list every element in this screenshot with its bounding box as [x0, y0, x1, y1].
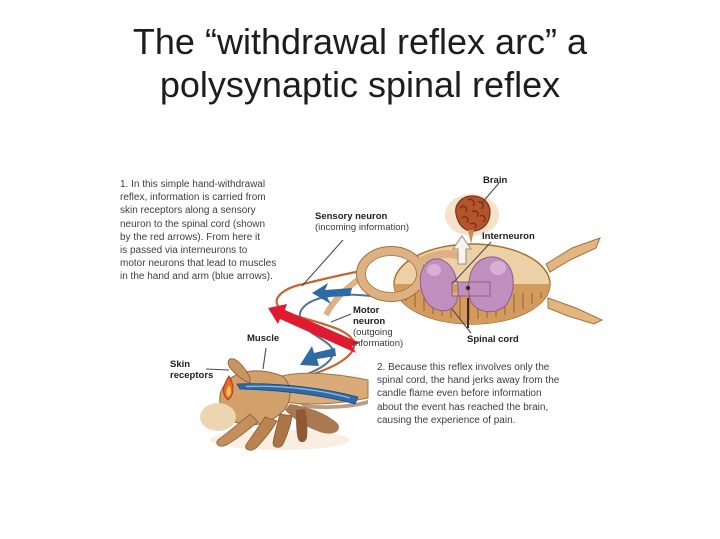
sensory-leader [301, 239, 344, 287]
flow-arrows [268, 283, 360, 366]
reflex-arc-figure: 1. In this simple hand-withdrawal reflex… [100, 152, 620, 487]
blue-motor-arrow-upper [312, 283, 352, 304]
finger-1 [216, 413, 259, 447]
brain-leader [480, 182, 500, 205]
label-brain: Brain [483, 175, 508, 186]
knuckle-highlight [200, 403, 236, 431]
brain-blob [455, 195, 491, 232]
candle-flame-core [226, 385, 231, 397]
figure-note-2: 2. Because this reflex involves only the… [377, 362, 560, 426]
central-canal [465, 285, 471, 291]
label-spinal-cord: Spinal cord [467, 334, 519, 345]
to-brain-arrow [452, 235, 472, 265]
finger-4 [296, 409, 308, 443]
ganglion-loop-outline-inner [365, 255, 417, 293]
hand-illustration [200, 358, 369, 451]
muscle-band [236, 383, 359, 405]
slide-title: The “withdrawal reflex arc” a polysynapt… [132, 21, 588, 106]
label-sensory-neuron-sub: (incoming information) [315, 222, 409, 233]
muscle-leader [262, 347, 267, 370]
interneuron-leader [451, 241, 492, 285]
label-motor-neuron-title: Motor neuron [353, 305, 386, 327]
root-bridge-upper [413, 250, 462, 268]
spinal-cord-leader [451, 308, 472, 334]
brainstem [468, 230, 474, 244]
red-sensory-arrow [268, 304, 360, 353]
blue-motor-arrow-mid [300, 346, 336, 366]
brain-gyri-texture [459, 198, 486, 229]
label-sensory-neuron-title: Sensory neuron [315, 211, 388, 222]
muscle-band-highlight [245, 385, 351, 399]
label-motor-neuron-sub: (outgoing information) [353, 327, 404, 349]
leader-lines [205, 182, 500, 371]
brain-illustration [445, 194, 499, 244]
figure-note-1: 1. In this simple hand-withdrawal reflex… [120, 179, 277, 283]
label-sensory-neuron: Sensory neuron (incoming information) [315, 211, 409, 233]
forearm-shadow [300, 400, 368, 409]
label-muscle: Muscle [247, 333, 280, 344]
nerve-root-right-upper [545, 237, 601, 273]
reflex-arc-diagram [200, 182, 604, 451]
label-skin-receptors: Skin receptors [170, 359, 214, 381]
spinal-cord-illustration [323, 237, 604, 328]
label-interneuron: Interneuron [482, 231, 535, 242]
nerve-root-right-lower [547, 297, 604, 325]
gray-matter-butterfly [419, 256, 514, 313]
label-motor-neuron: Motor neuron (outgoing information) [353, 305, 413, 349]
finger-3 [272, 413, 293, 448]
gray-matter-highlight-left [427, 264, 441, 276]
gray-matter-highlight-right [490, 261, 506, 275]
thumb [227, 358, 251, 384]
skin-receptors-leader [205, 368, 230, 371]
motor-leader [330, 313, 352, 323]
finger-2 [245, 416, 278, 451]
